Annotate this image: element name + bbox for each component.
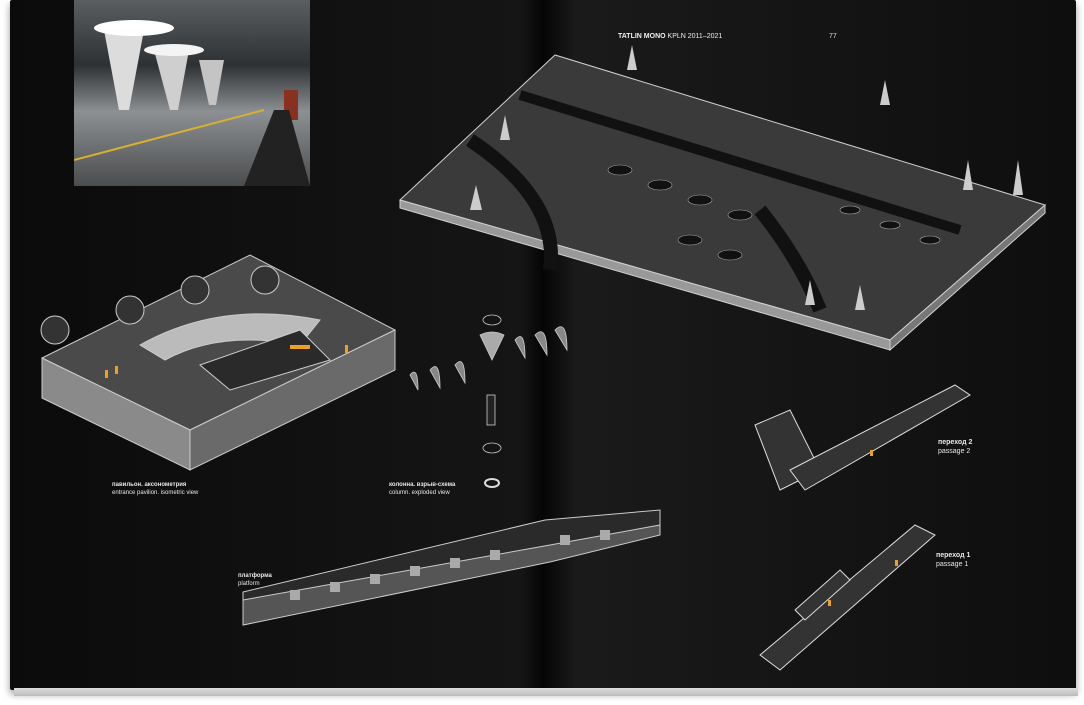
entrance-pavilion-drawing [40, 254, 397, 471]
header-rest: KPLN 2011–2021 [667, 33, 723, 40]
caption-pavilion: павильон. аксонометрия entrance pavilion.… [112, 481, 198, 497]
caption-passage-1: переход 1 passage 1 [936, 551, 970, 569]
caption-ru: колонна. взрыв-схема [389, 482, 456, 488]
caption-ru: павильон. аксонометрия [112, 482, 187, 488]
column-exploded-drawing [409, 314, 568, 488]
caption-en: column. exploded view [389, 490, 450, 496]
station-render-photo [74, 0, 310, 186]
caption-platform: платформа platform [238, 572, 272, 588]
passage-1-drawing [759, 524, 936, 671]
caption-column: колонна. взрыв-схема column. exploded vie… [389, 481, 455, 497]
caption-en: passage 1 [936, 561, 969, 568]
caption-ru: переход 1 [936, 552, 971, 559]
running-header: TATLIN MONO KPLN 2011–2021 [618, 33, 722, 40]
header-bold: TATLIN MONO [618, 33, 666, 40]
page-edges [14, 688, 1078, 696]
site-plan-axonometry [399, 54, 1047, 352]
caption-ru: платформа [238, 573, 272, 579]
caption-ru: переход 2 [938, 439, 973, 446]
caption-passage-2: переход 2 passage 2 [938, 438, 972, 456]
passage-2-drawing [754, 384, 971, 491]
page-number: 77 [829, 33, 837, 40]
caption-en: passage 2 [938, 448, 971, 455]
caption-en: platform [238, 581, 260, 587]
caption-en: entrance pavilion. isometric view [112, 490, 199, 496]
